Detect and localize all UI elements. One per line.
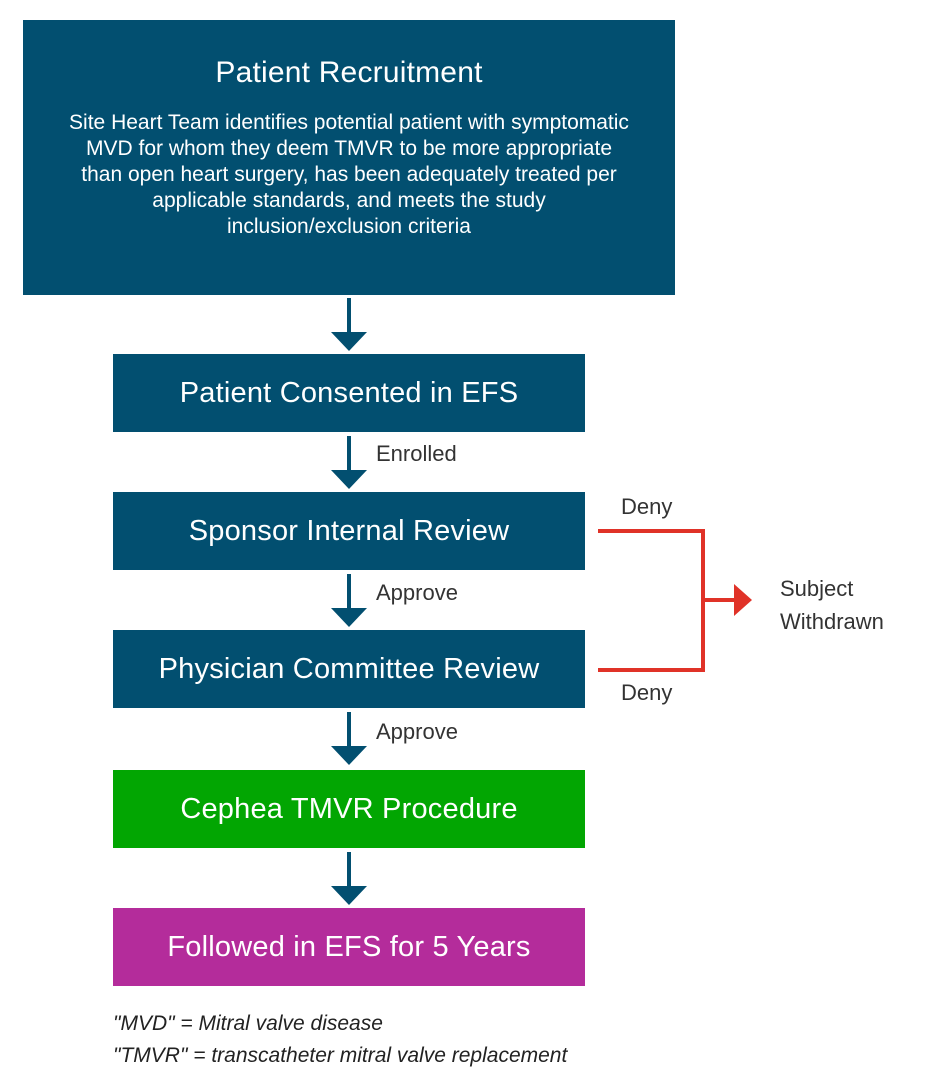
node-patient-recruitment: Patient Recruitment Site Heart Team iden…: [23, 20, 675, 295]
arrow-to-withdrawn: [734, 584, 752, 616]
withdrawn-line-1: Subject: [780, 576, 854, 601]
footnote-mvd: "MVD" = Mitral valve disease: [113, 1012, 383, 1035]
node-subject-withdrawn: Subject Withdrawn: [780, 572, 884, 638]
edge-label-enrolled: Enrolled: [376, 441, 457, 466]
deny-bracket: [598, 529, 738, 672]
arrow-recruit-to-consent: [331, 298, 367, 351]
node-title: Cephea TMVR Procedure: [180, 792, 518, 825]
node-physician-committee-review: Physician Committee Review: [113, 630, 585, 708]
node-description: Site Heart Team identifies potential pat…: [69, 111, 629, 238]
node-followed-in-efs: Followed in EFS for 5 Years: [113, 908, 585, 986]
node-title: Sponsor Internal Review: [188, 514, 510, 547]
edge-label-deny-physician: Deny: [621, 680, 673, 705]
node-title: Patient Recruitment: [215, 56, 483, 89]
edge-label-approve-physician: Approve: [376, 719, 458, 744]
node-title: Physician Committee Review: [158, 652, 540, 685]
footnote-tmvr: "TMVR" = transcatheter mitral valve repl…: [113, 1044, 568, 1067]
arrow-consent-to-sponsor: [331, 436, 367, 489]
arrow-physician-to-procedure: [331, 712, 367, 765]
node-patient-consented: Patient Consented in EFS: [113, 354, 585, 432]
withdrawn-line-2: Withdrawn: [780, 609, 884, 634]
node-title: Followed in EFS for 5 Years: [167, 930, 531, 963]
arrow-procedure-to-followup: [331, 852, 367, 905]
node-cephea-tmvr-procedure: Cephea TMVR Procedure: [113, 770, 585, 848]
node-title: Patient Consented in EFS: [179, 376, 519, 409]
edge-label-deny-sponsor: Deny: [621, 494, 673, 519]
arrow-sponsor-to-physician: [331, 574, 367, 627]
edge-label-approve-sponsor: Approve: [376, 580, 458, 605]
node-sponsor-internal-review: Sponsor Internal Review: [113, 492, 585, 570]
